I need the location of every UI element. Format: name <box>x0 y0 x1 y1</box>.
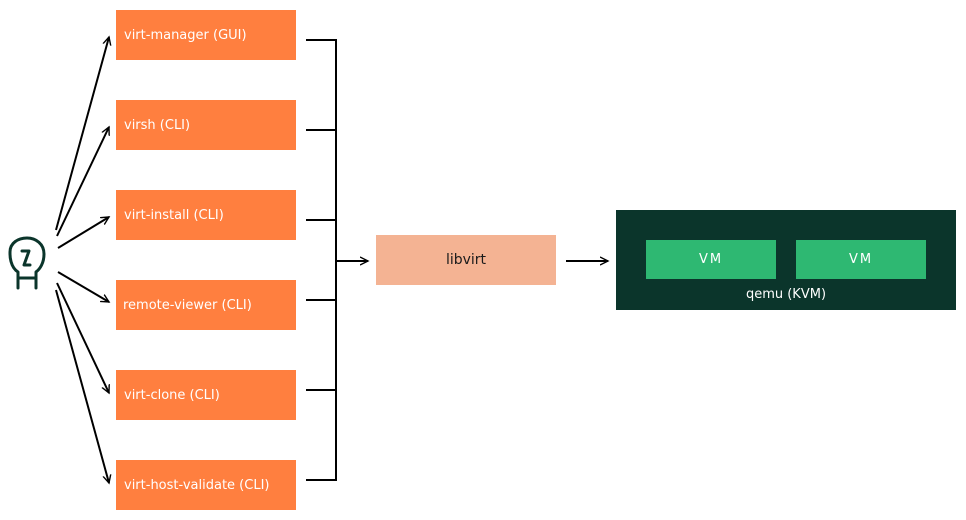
arrow-user-to-virt-install <box>57 216 109 249</box>
tools-bracket <box>306 39 337 481</box>
arrow-user-to-virt-manager <box>55 37 109 231</box>
tool-label: virsh (CLI) <box>124 117 191 133</box>
vm-box: VM <box>646 240 776 279</box>
libvirt-label: libvirt <box>445 252 487 268</box>
vm-label: VM <box>848 252 874 267</box>
tool-label: virt-install (CLI) <box>124 207 224 223</box>
tool-label: virt-manager (GUI) <box>124 27 247 43</box>
tool-box-virt-install: virt-install (CLI) <box>116 190 296 240</box>
vm-label: VM <box>698 252 724 267</box>
arrow-user-to-virt-host-validate <box>55 289 109 483</box>
arrow-user-to-virsh <box>56 127 110 237</box>
tool-label: virt-clone (CLI) <box>124 387 220 403</box>
person-head-icon <box>8 236 46 290</box>
hypervisor-label: qemu (KVM) <box>745 287 827 302</box>
tool-box-virsh: virsh (CLI) <box>116 100 296 150</box>
hypervisor-box: VM VM qemu (KVM) <box>616 210 956 310</box>
tool-box-virt-manager: virt-manager (GUI) <box>116 10 296 60</box>
vm-box: VM <box>796 240 926 279</box>
tool-box-virt-host-validate: virt-host-validate (CLI) <box>116 460 296 510</box>
arrow-user-to-remote-viewer <box>57 271 109 303</box>
tool-box-remote-viewer: remote-viewer (CLI) <box>116 280 296 330</box>
tool-label: virt-host-validate (CLI) <box>124 477 270 493</box>
libvirt-box: libvirt <box>376 235 556 285</box>
arrow-user-to-virt-clone <box>56 282 110 393</box>
tool-box-virt-clone: virt-clone (CLI) <box>116 370 296 420</box>
tool-label: remote-viewer (CLI) <box>123 297 252 313</box>
